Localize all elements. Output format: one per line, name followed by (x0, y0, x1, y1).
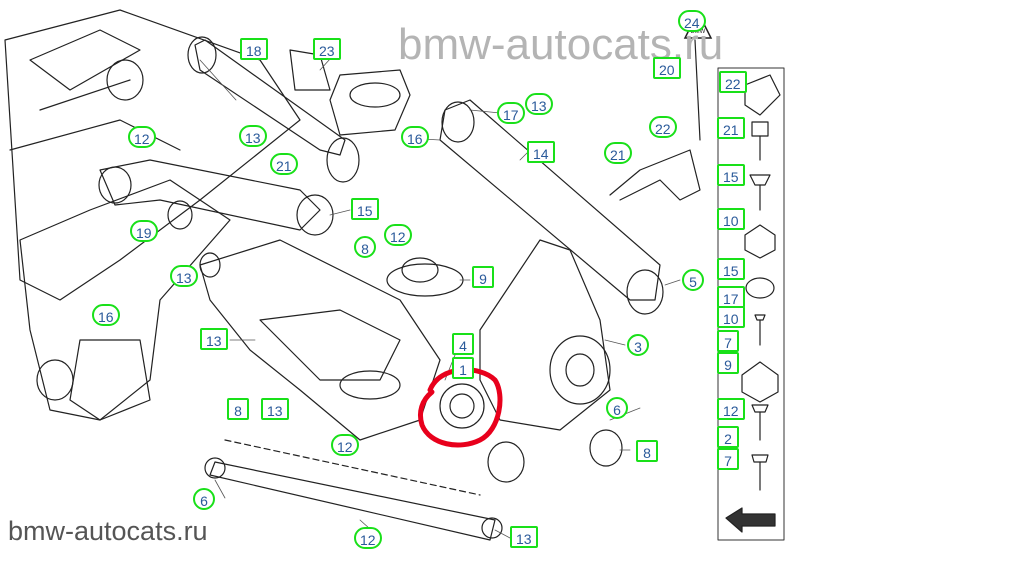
callout-23: 23 (313, 38, 341, 60)
callout-13-lower: 8 (227, 398, 249, 420)
callout-6-lower: 13 (261, 398, 289, 420)
callout-2: 8 (636, 440, 658, 462)
callout-13-top: 13 (239, 125, 267, 147)
subframe-lower (19, 179, 231, 421)
callout-18: 18 (240, 38, 268, 60)
callout-8-lower: 12 (331, 434, 359, 456)
callout-22-legend: 22 (719, 71, 747, 93)
callout-6-legend: 7 (717, 448, 739, 470)
callout-16-legend: 10 (717, 306, 745, 328)
callout-12-bottom: 6 (193, 488, 215, 510)
callout-11: 13 (510, 526, 538, 548)
callout-12-top: 12 (128, 126, 156, 148)
callout-21-cable: 21 (604, 142, 632, 164)
callout-10-legend: 17 (717, 286, 745, 308)
lower-link (209, 461, 496, 541)
watermark-bottom: bmw-autocats.ru (8, 516, 208, 546)
callout-13-legend: 10 (717, 208, 745, 230)
upper-control-arm (194, 39, 346, 156)
callout-12-legend: 12 (717, 398, 745, 420)
callout-14: 14 (527, 141, 555, 163)
wheel-carrier (479, 239, 611, 431)
callout-8-legend: 9 (717, 352, 739, 374)
callout-13-arm: 13 (525, 93, 553, 115)
callout-10-top: 8 (354, 236, 376, 258)
lower-control-arm (199, 239, 441, 441)
callout-16-arm: 16 (401, 126, 429, 148)
callout-24: 24 (678, 10, 706, 32)
callout-13-bottom: 12 (354, 527, 382, 549)
callout-1: 4 (452, 333, 474, 355)
callout-22-cable: 22 (649, 116, 677, 138)
callout-12-left: 19 (130, 220, 158, 242)
wishbone-arm (99, 159, 321, 231)
callout-19: 15 (351, 198, 379, 220)
callout-3: 1 (452, 357, 474, 379)
callout-15-legend: 15 (717, 164, 745, 186)
callout-17-legend: 15 (717, 258, 745, 280)
warning-sign-text: BMW (691, 29, 706, 35)
highlight-circle (417, 367, 503, 448)
callout-20: 20 (653, 57, 681, 79)
callout-5: 9 (472, 266, 494, 288)
callout-7-legend: 2 (717, 426, 739, 448)
callout-15-right: 5 (682, 269, 704, 291)
callout-7-right: 3 (627, 334, 649, 356)
callout-8-top: 12 (384, 224, 412, 246)
callout-12-right: 6 (606, 397, 628, 419)
callout-13-left: 16 (92, 304, 120, 326)
callout-4: 13 (200, 328, 228, 350)
callout-9-legend: 7 (717, 330, 739, 352)
sensor-cable (609, 149, 701, 201)
callout-9-left: 13 (170, 265, 198, 287)
callout-17-arm: 17 (497, 102, 525, 124)
callout-21-legend: 21 (717, 117, 745, 139)
callout-15-top: 21 (270, 153, 298, 175)
